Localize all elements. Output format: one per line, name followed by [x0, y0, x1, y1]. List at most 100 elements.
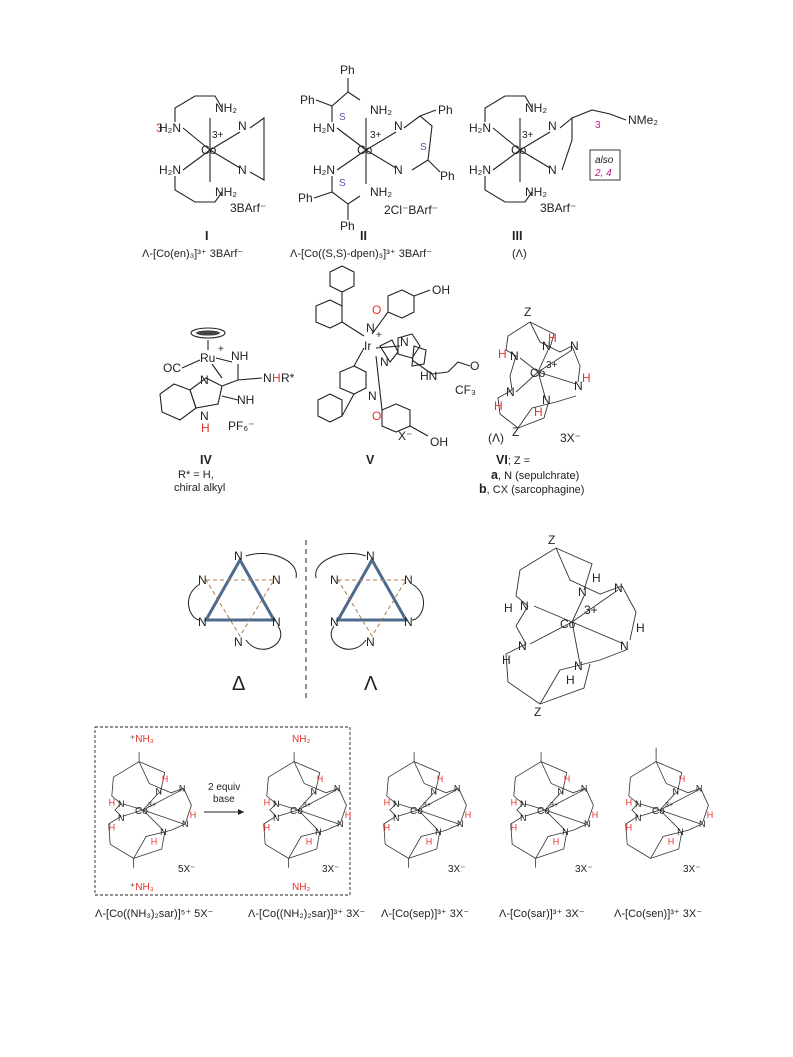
n-label: N — [574, 379, 583, 393]
cage-bond — [122, 809, 144, 817]
n-label: N — [198, 615, 207, 629]
nh-label: NH — [237, 393, 254, 407]
cage-bond — [513, 761, 542, 805]
h-label: H — [109, 822, 116, 832]
cage-bond — [544, 809, 566, 831]
cage-bond — [266, 761, 295, 805]
n-label: N — [315, 827, 322, 837]
cobalt-center: Co — [511, 143, 527, 157]
h-label: H — [626, 822, 633, 832]
cobalt-center: Co — [135, 806, 148, 817]
n-label: N — [614, 581, 623, 595]
also-values: 2, 4 — [594, 168, 612, 179]
cage-bond — [183, 788, 192, 825]
hydroxyl-label: OH — [432, 283, 450, 297]
h-label: H — [592, 571, 601, 585]
h-label: H — [306, 836, 313, 846]
n-label: N — [234, 549, 243, 563]
n-label: N — [548, 119, 557, 133]
n-label: N — [394, 163, 403, 177]
cage-bond — [516, 803, 524, 817]
counterion: PF₆⁻ — [228, 419, 255, 433]
n-label: N — [520, 799, 527, 809]
n-label: N — [330, 615, 339, 629]
z-label: Z — [548, 533, 555, 547]
n-label: N — [404, 615, 413, 629]
cage-bond — [544, 792, 561, 811]
nh2-label: NH₂ — [370, 185, 392, 199]
complex-III: H₂N H₂N NH₂ NH₂ N N 3 NMe₂ also 2, 4 Co … — [469, 95, 658, 260]
n-label: N — [430, 786, 437, 796]
cage-bond — [639, 809, 661, 817]
n-label: N — [198, 573, 207, 587]
cage-bond — [133, 831, 166, 859]
cage-bond — [585, 788, 594, 825]
n-label: N — [182, 819, 189, 829]
caption-sep: Λ-[Co(sep)]³⁺ 3X⁻ — [381, 908, 469, 920]
cage-bond — [535, 823, 588, 859]
cage-bond — [408, 823, 461, 859]
h-label: H — [511, 822, 518, 832]
cobalt-center: Co — [652, 806, 665, 817]
n-label: N — [635, 813, 642, 823]
cage-bond — [138, 761, 184, 794]
h-label: H — [162, 774, 169, 784]
h-label: H — [264, 797, 271, 807]
cage-bond — [413, 761, 441, 793]
h2n-label: H₂N — [313, 163, 335, 177]
cage-bond — [417, 789, 458, 811]
note-line: chiral alkyl — [174, 482, 225, 494]
h-label: H — [151, 836, 158, 846]
cage-bond — [142, 809, 164, 831]
n-label: N — [393, 813, 400, 823]
compound-number: VI; Z = — [496, 453, 530, 467]
h-label: H — [582, 371, 591, 385]
cage-bond — [122, 803, 144, 811]
h-label: H — [707, 810, 714, 820]
cage-bond — [293, 761, 339, 794]
cobalt-center: Co — [530, 366, 546, 380]
cage-bond — [389, 803, 397, 817]
complex-II: Ph Ph Ph Ph Ph Ph S S S H₂N H₂N NH₂ NH₂ … — [290, 63, 455, 260]
cage-bond — [650, 823, 703, 859]
counterion: X⁻ — [398, 429, 412, 443]
n-label: N — [581, 783, 588, 793]
cage-bond — [510, 815, 536, 859]
h-label: H — [626, 797, 633, 807]
cage-bond — [293, 761, 321, 793]
z-label: Z — [524, 305, 531, 319]
compound-number: IV — [200, 453, 212, 467]
cage-bond — [297, 809, 339, 825]
charge-label: + — [376, 330, 382, 341]
phenyl-label: Ph — [298, 191, 313, 205]
cage-bond — [111, 761, 140, 805]
h-label: H — [494, 399, 503, 413]
nitrogen-label: 3 — [156, 121, 163, 135]
z-label: Z — [534, 705, 541, 719]
charge-label: 3+ — [546, 360, 558, 371]
counterion: 2Cl⁻BArf⁻ — [384, 203, 438, 217]
n-label: N — [366, 635, 375, 649]
cage-bond — [650, 831, 683, 859]
charge-label: 3+ — [423, 802, 431, 809]
nh2-label: N — [238, 119, 247, 133]
h-label: H — [498, 347, 507, 361]
h-label: H — [317, 774, 324, 784]
n-label: N — [635, 799, 642, 809]
counterion: 3X⁻ — [560, 431, 581, 445]
compound-number: V — [366, 453, 375, 467]
nh2-label: NH₂ — [215, 185, 237, 199]
ammonium-bottom: ⁺NH₃ — [130, 882, 154, 893]
chain-length: 3 — [595, 120, 601, 131]
counterion: 3X⁻ — [575, 864, 593, 875]
n-label: N — [179, 783, 186, 793]
n-label: N — [200, 373, 209, 387]
cage-bond — [524, 809, 546, 817]
cage-bond — [297, 792, 314, 811]
variant-a: a, N (sepulchrate) — [491, 468, 579, 482]
sepulchrate-cage-large: Z Z N N N N N N H H H H H Co 3+ — [502, 533, 645, 719]
n-label: N — [160, 827, 167, 837]
charge-label: 3+ — [212, 130, 224, 141]
n-label: N — [520, 813, 527, 823]
